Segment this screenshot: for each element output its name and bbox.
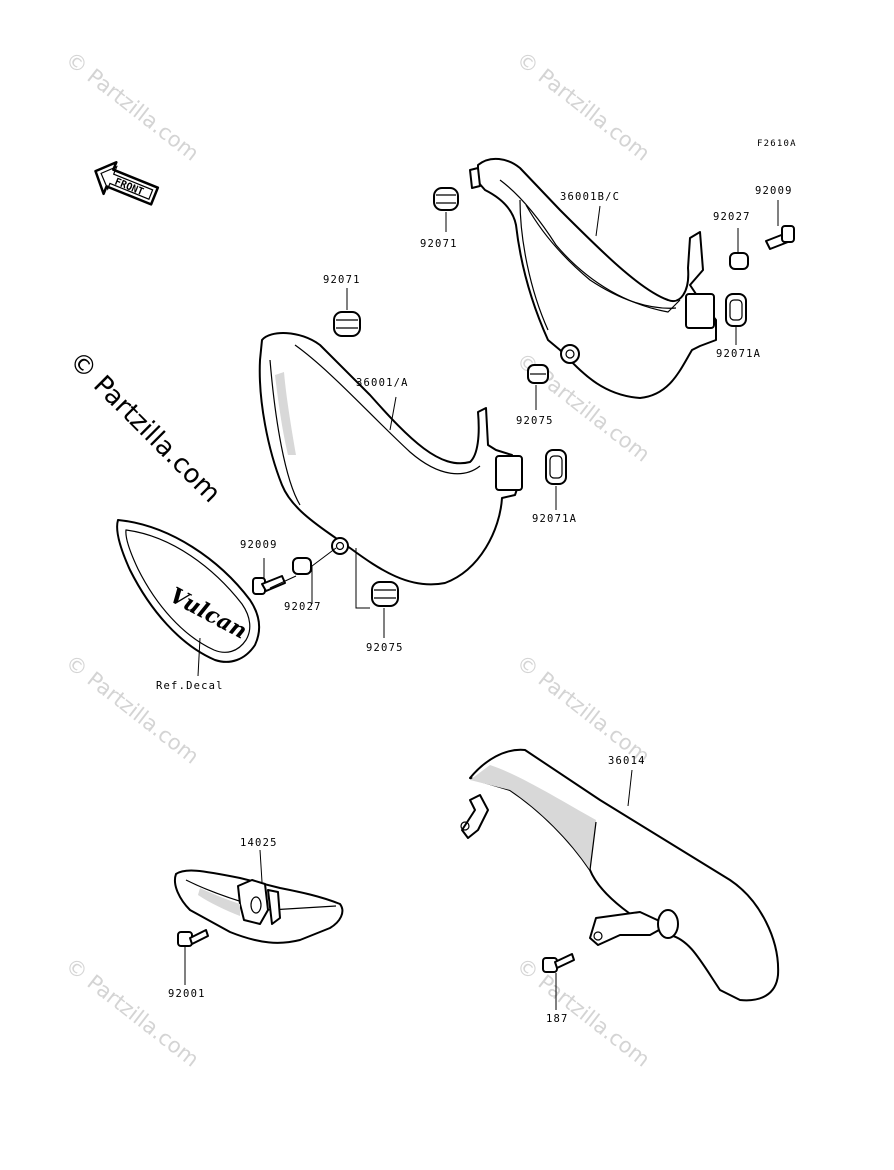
front-arrow-icon: FRONT [94, 161, 160, 206]
right-side-cover [469, 157, 717, 399]
chain-guard [460, 748, 780, 1002]
grommet-92075-bottom [371, 581, 399, 607]
bolt-92001 [177, 929, 209, 947]
label-92009-right: 92009 [755, 185, 793, 197]
watermark: © Partzilla.com [512, 47, 654, 166]
label-92075-top: 92075 [516, 415, 554, 427]
left-side-cover [258, 332, 523, 586]
labels: 92071 92071 36001B/C 92027 92009 92071A … [156, 185, 793, 1025]
watermark: © Partzilla.com [512, 953, 654, 1072]
bolt-92009-right [765, 225, 795, 250]
grommet-92071a-mid [545, 449, 567, 485]
watermark: © Partzilla.com [61, 47, 203, 166]
figure-code: F2610A [757, 139, 797, 149]
label-92009-left: 92009 [240, 539, 278, 551]
label-92071a-right: 92071A [716, 348, 761, 360]
bracket-14025 [174, 869, 344, 944]
label-14025: 14025 [240, 837, 278, 849]
label-92027-right: 92027 [713, 211, 751, 223]
watermark: © Partzilla.com [61, 650, 203, 769]
watermark: © Partzilla.com [61, 953, 203, 1072]
grommet-92071-top [433, 187, 459, 211]
grommet-92071a-right [725, 293, 747, 327]
label-187: 187 [546, 1013, 569, 1025]
label-92071-mid: 92071 [323, 274, 361, 286]
collar-92027-right [729, 252, 749, 270]
watermark-main: © Partzilla.com [63, 346, 226, 509]
label-36001a: 36001/A [356, 377, 409, 389]
label-ref-decal: Ref.Decal [156, 680, 224, 692]
label-92071-top: 92071 [420, 238, 458, 250]
bolt-187 [542, 953, 575, 973]
grommet-92071-mid [333, 311, 361, 337]
grommet-92075-top [527, 364, 549, 384]
label-92001: 92001 [168, 988, 206, 1000]
label-36001bc: 36001B/C [560, 191, 620, 203]
watermark: © Partzilla.com [512, 650, 654, 769]
leader-lines [184, 200, 779, 1010]
label-92027-left: 92027 [284, 601, 322, 613]
bolt-92009-left [252, 575, 286, 595]
collar-92027-left [292, 557, 312, 575]
label-92075-bottom: 92075 [366, 642, 404, 654]
label-36014: 36014 [608, 755, 646, 767]
vulcan-decal: Vulcan [116, 519, 261, 663]
label-92071a-mid: 92071A [532, 513, 577, 525]
